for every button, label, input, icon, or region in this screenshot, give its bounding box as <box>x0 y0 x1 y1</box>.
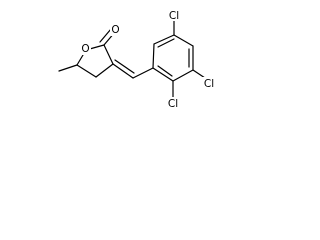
bond-ar5-cl <box>192 69 206 79</box>
bond-c4-c5 <box>76 64 97 78</box>
bond-methyl-c5 <box>58 64 78 72</box>
carbonyl-oxygen: O <box>110 23 121 36</box>
bond-c3-ch-2 <box>114 59 135 74</box>
bond-c3-c4 <box>95 63 114 78</box>
bond-ar3-ar4 <box>173 34 194 47</box>
bond-ar1-ar2 <box>152 43 155 69</box>
chemical-structure-diagram: O O Cl Cl Cl <box>58 9 217 110</box>
bond-c3-ch-1 <box>112 63 134 79</box>
chlorine-top-label: Cl <box>169 10 179 22</box>
chlorine-bottom: Cl <box>165 97 181 110</box>
benzene-ring <box>152 34 194 82</box>
ring-oxygen: O <box>80 42 91 55</box>
chlorine-bottom-label: Cl <box>168 98 178 110</box>
bond-ar2-ar3 <box>153 34 175 45</box>
chlorine-top: Cl <box>166 9 182 22</box>
carbonyl-oxygen-label: O <box>111 24 119 36</box>
chlorine-bonds <box>172 19 206 99</box>
bond-aromatic-inner-3 <box>157 65 173 77</box>
chlorine-right-label: Cl <box>204 78 214 90</box>
bond-ar5-ar6 <box>172 69 194 82</box>
ring-oxygen-label: O <box>81 43 89 55</box>
bond-aromatic-inner-1 <box>157 38 175 48</box>
bond-ch-aryl <box>132 67 154 79</box>
chlorine-right: Cl <box>201 77 217 90</box>
bond-c2-c3 <box>103 44 114 65</box>
exocyclic-double-bond <box>112 59 154 79</box>
bond-c2-o-carbonyl-2 <box>99 28 112 43</box>
bond-ar6-ar1 <box>152 67 174 82</box>
